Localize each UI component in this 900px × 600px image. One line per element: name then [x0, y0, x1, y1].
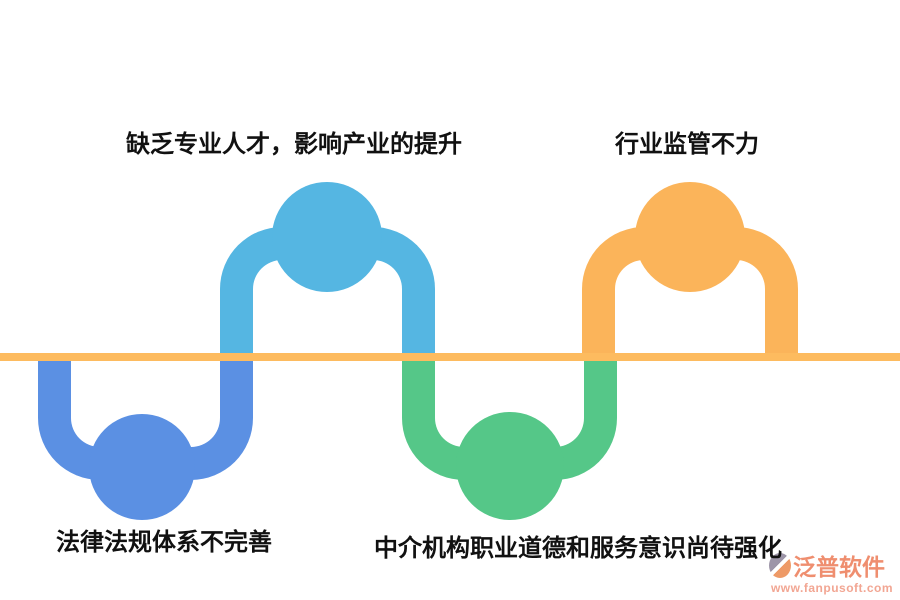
label-weak-supervision: 行业监管不力	[615, 131, 759, 158]
label-legal-system: 法律法规体系不完善	[56, 529, 272, 556]
label-agency-ethics: 中介机构职业道德和服务意识尚待强化	[374, 535, 782, 562]
watermark-brand-text: 泛普软件	[793, 554, 885, 580]
watermark-url-text: www.fanpusoft.com	[770, 581, 894, 595]
center-baseline	[0, 353, 900, 361]
label-talent-shortage: 缺乏专业人才，影响产业的提升	[126, 131, 462, 158]
fanpu-logo-icon	[769, 552, 791, 578]
node-circle-blue	[89, 414, 195, 520]
node-circle-orange	[635, 182, 745, 292]
watermark: 泛普软件 www.fanpusoft.com	[769, 548, 895, 595]
node-circle-sky	[272, 182, 382, 292]
node-circle-green	[456, 412, 564, 520]
